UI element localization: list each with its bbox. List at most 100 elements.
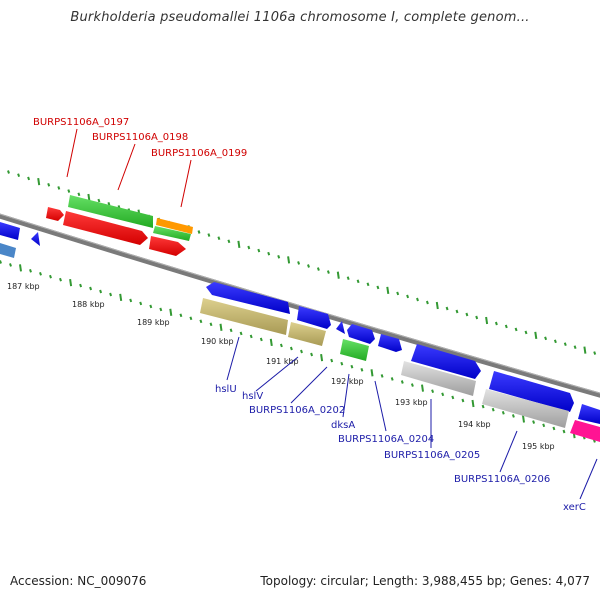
- scale-tick: [79, 283, 83, 288]
- gene-label[interactable]: BURPS1106A_0206: [454, 474, 550, 485]
- scale-tick: [179, 313, 183, 318]
- gene-feature[interactable]: [31, 232, 40, 246]
- gene-label[interactable]: hslV: [242, 391, 263, 402]
- scale-tick: [17, 173, 21, 178]
- label-leader: [226, 336, 240, 381]
- gene-feature[interactable]: [0, 222, 20, 240]
- scale-tick: [97, 198, 101, 203]
- scale-tick: [421, 384, 424, 392]
- scale-tick: [197, 230, 201, 234]
- gene-feature[interactable]: [68, 195, 153, 228]
- scale-tick: [99, 289, 103, 294]
- gene-label[interactable]: BURPS1106A_0202: [249, 405, 345, 416]
- scale-tick: [390, 377, 394, 381]
- scale-tick: [471, 399, 475, 408]
- scale-tick: [376, 285, 380, 290]
- scale-tick: [107, 201, 111, 206]
- scale-tick: [9, 263, 12, 267]
- gene-label[interactable]: BURPS1106A_0204: [338, 434, 434, 445]
- gene-label[interactable]: hslU: [215, 384, 237, 395]
- scale-tick: [189, 316, 193, 321]
- gene-feature[interactable]: [149, 236, 186, 256]
- scale-tick: [542, 423, 546, 428]
- scale-tick: [239, 331, 243, 336]
- gene-feature[interactable]: [336, 321, 345, 334]
- gene-feature[interactable]: [340, 339, 369, 361]
- gene-feature[interactable]: [206, 282, 290, 314]
- scale-tick: [300, 349, 303, 354]
- scale-tick: [481, 404, 485, 409]
- scale-label: 193 kbp: [395, 398, 428, 407]
- scale-label: 190 kbp: [201, 337, 234, 346]
- gene-feature[interactable]: [297, 306, 331, 329]
- gene-label[interactable]: xerC: [563, 502, 586, 513]
- gene-label[interactable]: dksA: [331, 420, 355, 431]
- scale-label: 189 kbp: [137, 318, 170, 327]
- scale-tick: [316, 267, 320, 271]
- scale-tick: [67, 189, 71, 193]
- scale-tick: [514, 327, 518, 332]
- gene-label[interactable]: BURPS1106A_0197: [33, 117, 129, 128]
- scale-tick: [169, 308, 173, 316]
- gene-feature[interactable]: [153, 226, 191, 241]
- scale-tick: [217, 236, 221, 241]
- scale-tick: [279, 343, 283, 348]
- gene-label[interactable]: BURPS1106A_0205: [384, 450, 480, 461]
- gene-label[interactable]: BURPS1106A_0199: [151, 148, 247, 159]
- genome-backbone-highlight: [0, 213, 600, 394]
- scale-tick: [119, 293, 123, 302]
- gene-feature[interactable]: [63, 211, 148, 245]
- scale-tick: [199, 319, 203, 324]
- scale-tick: [7, 170, 10, 174]
- scale-tick: [109, 292, 113, 297]
- scale-tick: [237, 240, 241, 249]
- scale-tick: [380, 374, 384, 378]
- scale-tick: [259, 337, 263, 342]
- gene-feature[interactable]: [0, 243, 16, 258]
- scale-tick: [57, 186, 61, 190]
- scale-tick: [511, 414, 515, 418]
- scale-tick: [491, 407, 495, 412]
- gene-feature[interactable]: [46, 207, 64, 221]
- scale-tick: [69, 278, 73, 287]
- scale-tick: [277, 254, 281, 259]
- scale-tick: [573, 345, 577, 350]
- label-leader: [499, 430, 518, 473]
- scale-tick: [336, 271, 340, 279]
- scale-tick: [47, 182, 51, 187]
- gene-feature[interactable]: [156, 218, 193, 234]
- scale-tick: [416, 297, 419, 302]
- scale-tick: [207, 233, 211, 237]
- scale-tick: [129, 298, 133, 303]
- scale-tick: [544, 336, 548, 341]
- scale-tick: [310, 352, 314, 357]
- scale-tick: [532, 420, 536, 424]
- gene-feature[interactable]: [378, 334, 402, 352]
- scale-tick: [346, 276, 350, 281]
- gene-feature[interactable]: [200, 298, 288, 335]
- scale-tick: [209, 322, 213, 327]
- scale-label: 187 kbp: [7, 282, 40, 291]
- gene-feature[interactable]: [347, 324, 375, 344]
- gene-feature[interactable]: [482, 389, 569, 428]
- gene-feature[interactable]: [578, 404, 600, 424]
- scale-tick: [249, 334, 253, 339]
- gene-feature[interactable]: [401, 361, 476, 396]
- gene-feature[interactable]: [489, 371, 574, 412]
- scale-tick: [27, 176, 31, 181]
- scale-tick: [494, 321, 498, 326]
- scale-tick: [501, 410, 505, 415]
- scale-tick: [593, 351, 597, 355]
- gene-feature[interactable]: [288, 322, 326, 346]
- inner-feature-track: [0, 243, 600, 442]
- outer-feature-track: [0, 195, 193, 256]
- scale-tick: [59, 277, 62, 282]
- gene-label[interactable]: BURPS1106A_0198: [92, 132, 188, 143]
- gene-feature[interactable]: [570, 420, 600, 442]
- label-leader: [579, 458, 598, 500]
- scale-tick: [522, 415, 525, 423]
- scale-tick: [159, 307, 163, 312]
- gene-feature[interactable]: [411, 344, 481, 379]
- top-gene-labels: BURPS1106A_0197 BURPS1106A_0198 BURPS110…: [33, 117, 247, 208]
- label-leader: [66, 128, 78, 178]
